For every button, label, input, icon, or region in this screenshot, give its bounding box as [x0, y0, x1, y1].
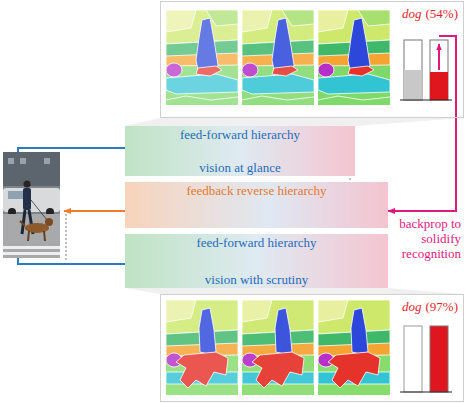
score-bar: [404, 326, 422, 392]
score-bars-glance: [400, 36, 456, 118]
segmentation-map: [242, 10, 314, 105]
pathway-label: vision with scrutiny: [205, 272, 308, 287]
pathway-band: feed-forward hierarchy vision with scruti…: [125, 234, 388, 288]
class-score: (54%): [426, 6, 459, 21]
segmentation-map: [318, 10, 390, 105]
panel-header: dog (97%): [402, 299, 458, 314]
input-photo: [3, 152, 60, 258]
map-tint: [242, 300, 314, 395]
person-leg: [22, 210, 25, 234]
dog-tail: [20, 221, 25, 226]
boost-arrow: [438, 44, 440, 70]
segmentation-maps-glance: [166, 10, 390, 105]
dog-leg: [28, 231, 29, 241]
segmentation-maps-scrutiny: [166, 300, 390, 395]
pathway-label: feedback reverse hierarchy: [186, 183, 326, 198]
segmentation-map: [242, 300, 314, 395]
connector-group: [388, 118, 456, 211]
segmentation-map: [166, 10, 238, 105]
score-bar: [404, 40, 422, 100]
result-panel: dog (54%): [160, 1, 464, 118]
segmentation-map: [318, 300, 390, 395]
photo-ground: [3, 152, 60, 258]
dog-head: [45, 218, 53, 226]
dog-leg: [44, 231, 45, 241]
pathway-label: vision at glance: [199, 160, 281, 175]
segmentation-map: [166, 300, 238, 395]
leash: [31, 200, 47, 220]
class-label: dog: [402, 6, 422, 21]
score-bars-scrutiny: [400, 326, 452, 392]
edge-label: backprop to solidify recognition: [392, 216, 462, 261]
window: [44, 158, 50, 164]
backprop-wire: [439, 36, 456, 118]
window: [8, 158, 14, 164]
bar-baseline: [400, 391, 452, 392]
person-body: [23, 188, 31, 210]
pathway-label: feed-forward hierarchy: [196, 235, 316, 250]
crosswalk-stripe: [3, 252, 60, 255]
result-panel: dog (97%): [160, 294, 464, 402]
zoom-wedge: [125, 118, 464, 126]
edge-label-box: backprop to solidify recognition: [392, 216, 462, 261]
score-bar: [430, 40, 448, 100]
crosswalk-stripe: [3, 246, 60, 249]
panel-header: dog (54%): [402, 6, 458, 21]
pathway-band: feed-forward hierarchy vision at glance: [125, 126, 355, 176]
person-head: [24, 181, 31, 188]
window: [20, 158, 26, 164]
dotted-link: [65, 214, 67, 262]
map-tint: [242, 10, 314, 105]
building: [3, 152, 60, 186]
score-fill: [430, 72, 448, 100]
class-score: (97%): [426, 299, 459, 314]
backprop-connector: [388, 118, 456, 211]
pathway-band: feedback reverse hierarchy: [125, 182, 388, 228]
map-tint: [166, 10, 238, 105]
pathway-label: feed-forward hierarchy: [180, 127, 300, 142]
score-bar: [430, 326, 448, 392]
bar-baseline: [400, 99, 452, 100]
map-tint: [166, 300, 238, 395]
score-fill: [404, 70, 422, 100]
class-label: dog: [402, 299, 422, 314]
